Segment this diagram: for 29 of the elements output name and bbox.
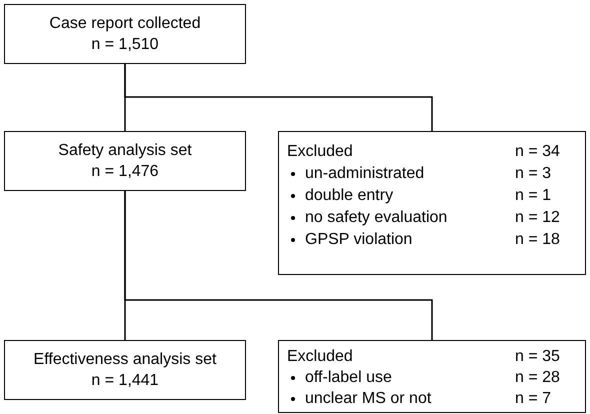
count-text: n = 1,476 — [91, 162, 159, 182]
item-text: double entry — [305, 186, 394, 206]
connector-line — [124, 64, 433, 131]
process-box — [4, 4, 246, 64]
count-text: n = 1 — [515, 186, 552, 206]
count-text: n = 1,441 — [91, 371, 159, 391]
item-text: off-label use — [305, 368, 392, 388]
heading-text: Excluded — [287, 347, 354, 367]
count-text: n = 34 — [515, 142, 561, 162]
item-text: GPSP violation — [305, 230, 412, 250]
connector-line — [124, 191, 433, 340]
count-text: n = 3 — [515, 164, 552, 184]
process-box — [4, 340, 246, 400]
count-text: n = 12 — [515, 208, 561, 228]
box-title: Safety analysis set — [58, 141, 192, 161]
box-title: Effectiveness analysis set — [34, 350, 216, 370]
heading-text: Excluded — [287, 142, 354, 162]
count-text: n = 7 — [515, 389, 552, 409]
exclusion-box — [278, 131, 586, 275]
item-text: no safety evaluation — [305, 208, 448, 228]
exclusion-box — [278, 340, 586, 413]
count-text: n = 1,510 — [91, 35, 159, 55]
box-title: Case report collected — [49, 14, 201, 34]
item-text: un-administrated — [305, 164, 424, 184]
count-text: n = 35 — [515, 347, 561, 367]
count-text: n = 28 — [515, 368, 561, 388]
count-text: n = 18 — [515, 230, 561, 250]
process-box — [4, 131, 246, 191]
item-text: unclear MS or not — [305, 389, 432, 409]
